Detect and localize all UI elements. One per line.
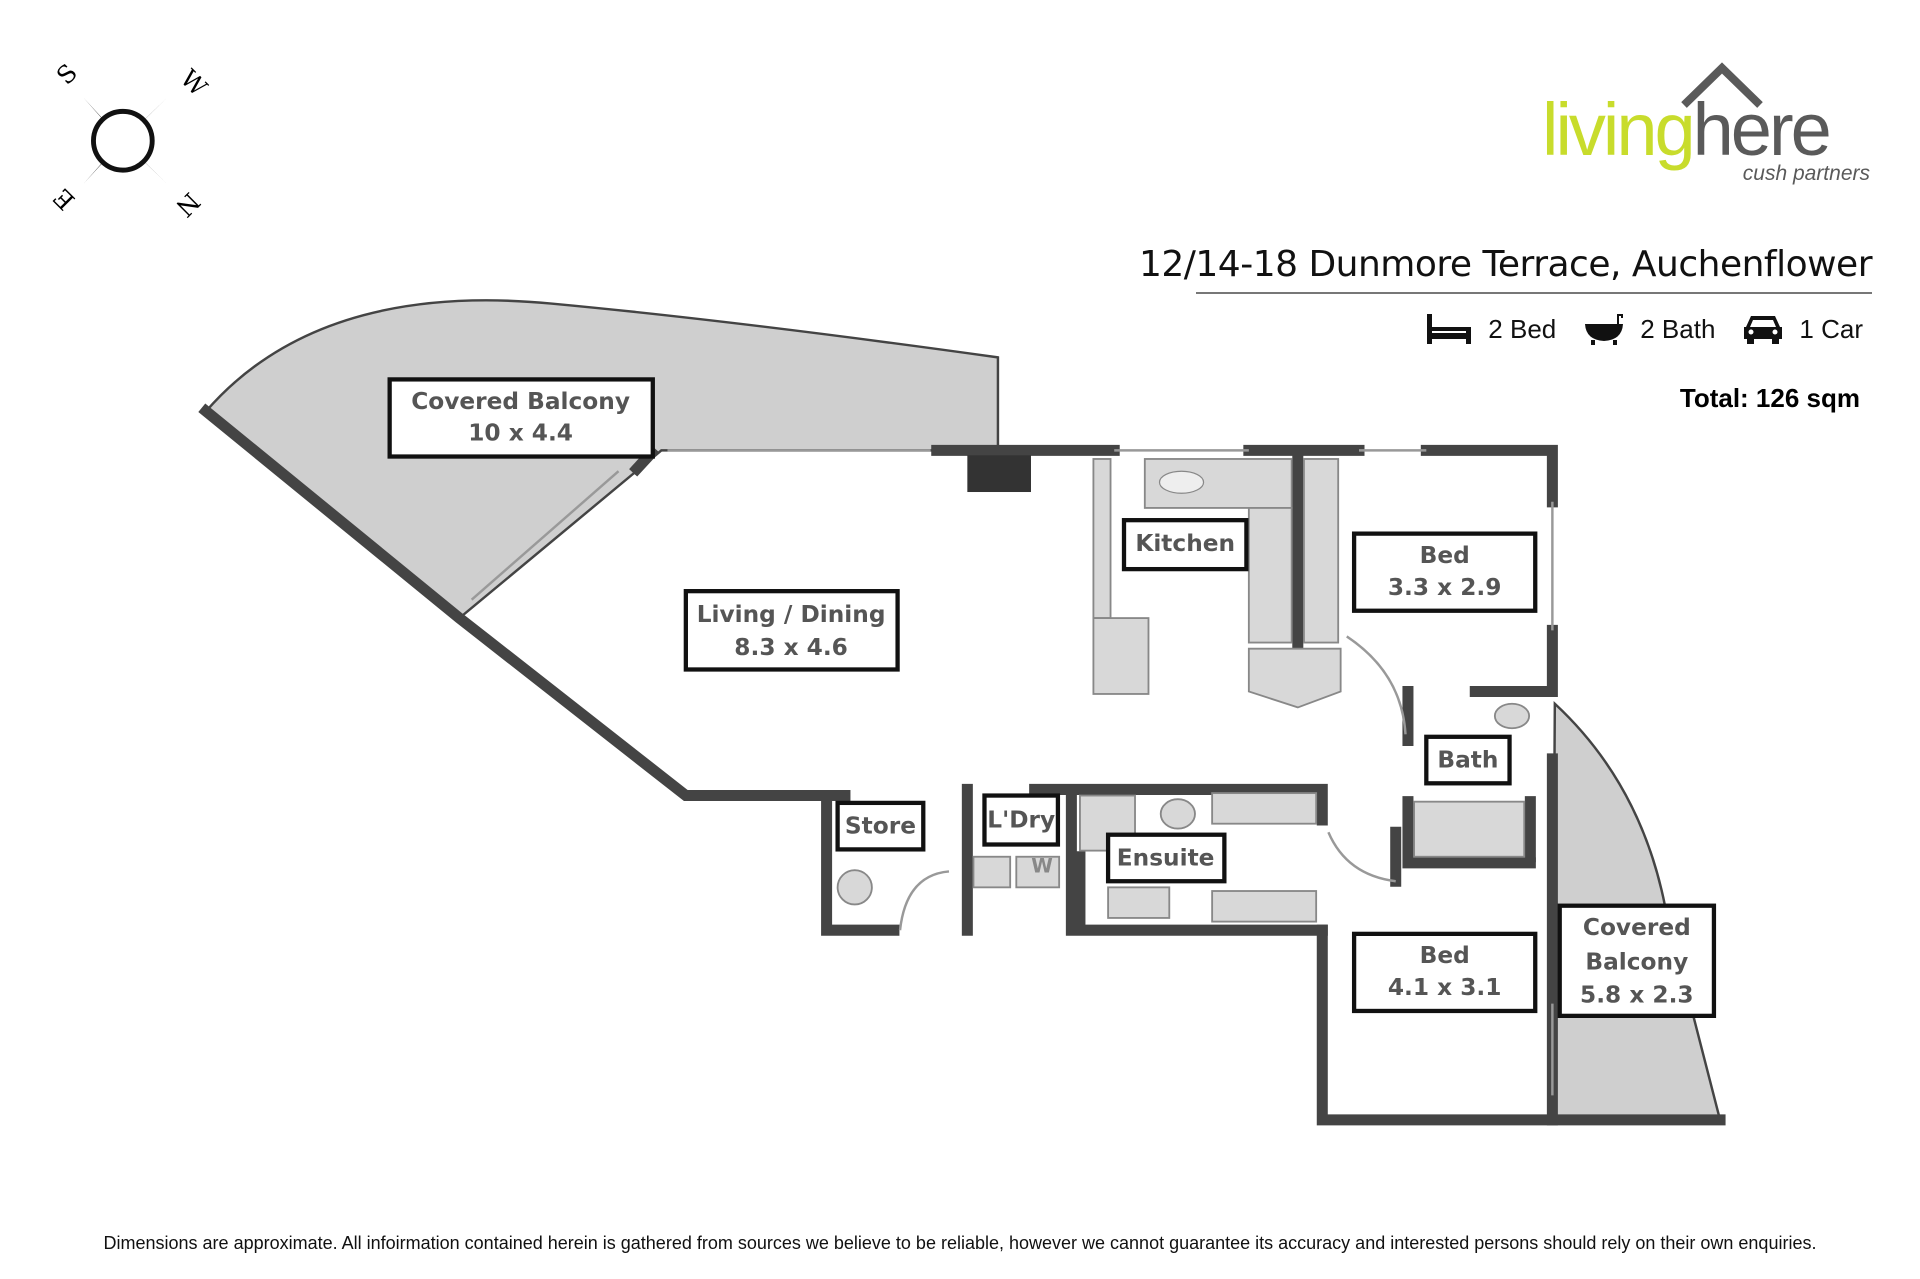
svg-text:Living / Dining: Living / Dining xyxy=(697,601,886,628)
svg-text:Covered Balcony: Covered Balcony xyxy=(411,388,630,415)
property-address: 12/14-18 Dunmore Terrace, Auchenflower xyxy=(1138,244,1873,285)
svg-text:cush partners: cush partners xyxy=(1743,162,1871,185)
room-label-store: Store xyxy=(835,800,926,852)
bed-icon xyxy=(1427,314,1472,344)
room-label-balcony-main: Covered Balcony 10 x 4.4 xyxy=(387,377,655,459)
svg-text:Kitchen: Kitchen xyxy=(1135,530,1235,557)
compass-south-label: S xyxy=(51,58,83,90)
svg-text:W: W xyxy=(1031,855,1053,878)
svg-text:livinghere: livinghere xyxy=(1542,88,1829,171)
svg-text:Balcony: Balcony xyxy=(1585,948,1688,975)
feature-bath-label: 2 Bath xyxy=(1640,313,1716,344)
svg-text:Covered: Covered xyxy=(1583,914,1691,941)
svg-text:4.1 x 3.1: 4.1 x 3.1 xyxy=(1388,974,1502,1001)
feature-car: 1 Car xyxy=(1743,313,1863,345)
total-area: Total: 126 sqm xyxy=(1679,383,1860,413)
feature-bed: 2 Bed xyxy=(1426,313,1556,345)
compass-north-label: N xyxy=(170,187,206,223)
room-label-ensuite: Ensuite xyxy=(1105,832,1227,884)
feature-bath: 2 Bath xyxy=(1584,312,1715,346)
compass-icon: S W N E xyxy=(47,58,213,223)
car-icon xyxy=(1744,316,1783,344)
fixtures xyxy=(836,458,1531,931)
balcony-main-area xyxy=(204,299,1000,620)
svg-text:Ensuite: Ensuite xyxy=(1117,844,1215,871)
property-features: 2 Bed 2 Bath 1 Car xyxy=(1412,312,1863,346)
svg-text:5.8 x 2.3: 5.8 x 2.3 xyxy=(1580,981,1694,1008)
svg-text:Bed: Bed xyxy=(1420,542,1470,569)
svg-text:3.3 x 2.9: 3.3 x 2.9 xyxy=(1388,574,1502,601)
compass-west-label: W xyxy=(175,64,214,103)
svg-text:10 x 4.4: 10 x 4.4 xyxy=(468,420,573,447)
room-label-kitchen: Kitchen xyxy=(1121,518,1249,572)
bath-icon xyxy=(1585,314,1624,345)
windows xyxy=(667,449,1554,1096)
svg-text:8.3 x 4.6: 8.3 x 4.6 xyxy=(734,634,848,661)
room-label-bath: Bath xyxy=(1424,734,1512,786)
compass-east-label: E xyxy=(47,183,80,216)
room-label-living: Living / Dining 8.3 x 4.6 xyxy=(683,589,900,672)
feature-bed-label: 2 Bed xyxy=(1488,313,1557,344)
room-label-bed1: Bed 3.3 x 2.9 xyxy=(1351,531,1538,613)
svg-text:Bed: Bed xyxy=(1420,942,1470,969)
disclaimer: Dimensions are approximate. All infoirma… xyxy=(103,1233,1817,1253)
room-label-balcony-small: Covered Balcony 5.8 x 2.3 xyxy=(1557,903,1717,1018)
svg-text:Bath: Bath xyxy=(1437,746,1498,773)
address-divider xyxy=(1196,292,1872,294)
room-label-bed2: Bed 4.1 x 3.1 xyxy=(1351,931,1538,1014)
room-label-laundry: L'Dry W xyxy=(982,793,1061,878)
svg-text:L'Dry: L'Dry xyxy=(987,806,1055,833)
svg-text:Store: Store xyxy=(845,812,916,839)
feature-car-label: 1 Car xyxy=(1799,313,1863,344)
livinghere-logo: livinghere cush partners xyxy=(1542,62,1871,185)
